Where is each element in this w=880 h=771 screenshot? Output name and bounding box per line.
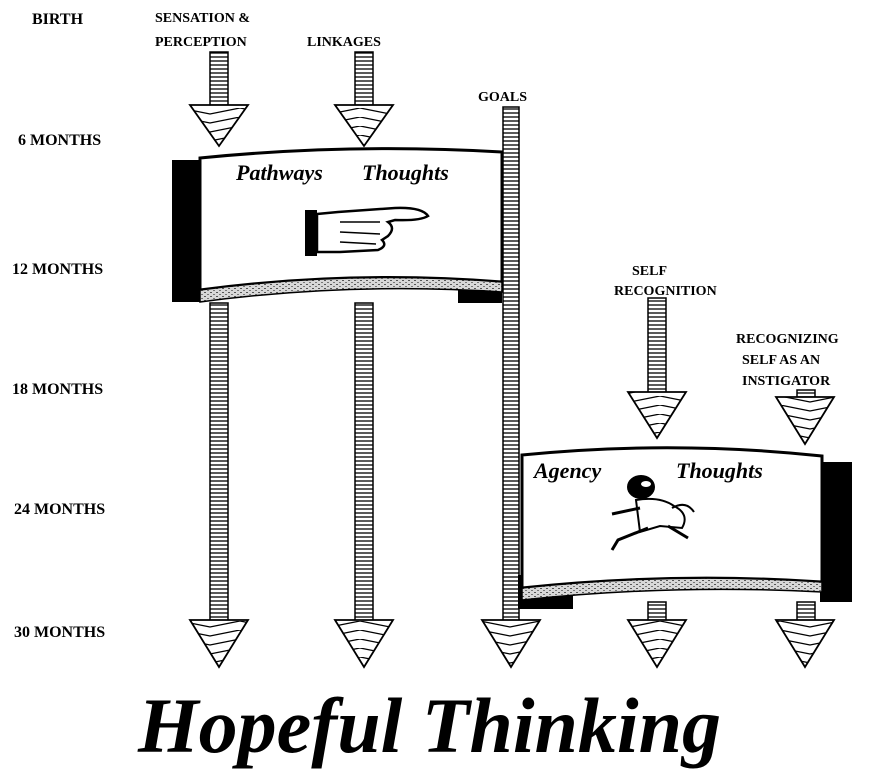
self-recognition-arrow-top xyxy=(628,298,686,438)
label-self-recognition-line1: SELF xyxy=(632,264,667,279)
hopeful-thinking-title: Hopeful Thinking xyxy=(137,682,721,769)
age-30-months: 30 MONTHS xyxy=(14,624,105,641)
label-instigator-line3: INSTIGATOR xyxy=(742,374,831,389)
label-instigator-line1: RECOGNIZING xyxy=(736,332,839,347)
label-linkages: LINKAGES xyxy=(307,35,381,50)
agency-thoughts-word: Thoughts xyxy=(676,458,763,483)
pathways-thoughts-word: Thoughts xyxy=(362,160,449,185)
instigator-arrow-top xyxy=(776,390,834,444)
linkages-arrow-top xyxy=(335,52,393,146)
age-birth: BIRTH xyxy=(32,11,84,28)
agency-word: Agency xyxy=(532,458,601,483)
age-24-months: 24 MONTHS xyxy=(14,501,105,518)
agency-thoughts-panel: Agency Thoughts xyxy=(518,448,852,609)
sensation-arrow-top xyxy=(190,52,248,146)
age-18-months: 18 MONTHS xyxy=(12,381,103,398)
label-sensation-line1: SENSATION & xyxy=(155,11,250,26)
label-goals: GOALS xyxy=(478,90,527,105)
self-recognition-arrow-bottom xyxy=(628,602,686,667)
instigator-arrow-bottom xyxy=(776,602,834,667)
pathways-thoughts-panel: Pathways Thoughts xyxy=(172,149,502,303)
sensation-arrow-bottom xyxy=(190,303,248,667)
goals-arrow-shaft xyxy=(503,107,519,637)
age-6-months: 6 MONTHS xyxy=(18,132,101,149)
label-instigator-line2: SELF AS AN xyxy=(742,353,820,368)
label-sensation-line2: PERCEPTION xyxy=(155,35,247,50)
goals-arrow-head xyxy=(482,620,540,667)
pathways-word: Pathways xyxy=(235,160,323,185)
label-self-recognition-line2: RECOGNITION xyxy=(614,284,717,299)
age-12-months: 12 MONTHS xyxy=(12,261,103,278)
linkages-arrow-bottom xyxy=(335,303,393,667)
